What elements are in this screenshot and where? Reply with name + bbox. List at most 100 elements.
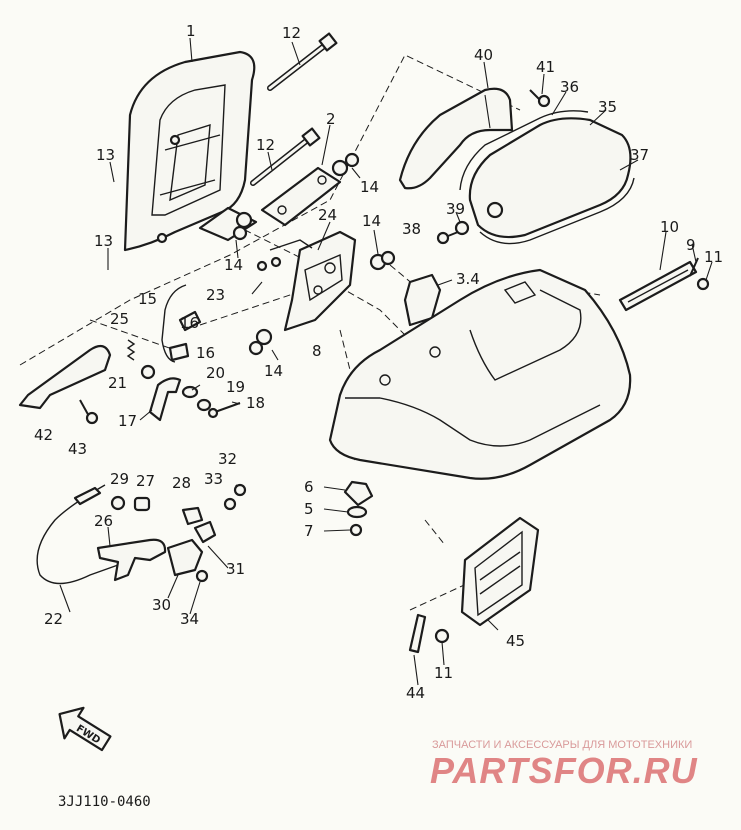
callout-20: 20 — [206, 364, 225, 382]
hinge-part-3-4 — [403, 273, 442, 327]
callout-36: 36 — [560, 78, 579, 96]
screw-part-32 — [233, 483, 247, 497]
inner-pocket-part-45 — [460, 516, 540, 627]
callout-18: 18 — [246, 394, 265, 412]
watermark-subtitle: ЗАПЧАСТИ И АКСЕССУАРЫ ДЛЯ МОТОТЕХНИКИ — [432, 739, 692, 751]
callout-3-4: 3.4 — [456, 270, 480, 288]
callout-25: 25 — [110, 310, 129, 328]
washer-part-39 — [454, 220, 470, 236]
callout-14: 14 — [360, 178, 379, 196]
rubber-damper-part-14 — [232, 152, 396, 356]
hinge-knob — [486, 201, 504, 219]
watermark-brand: PARTSFOR.RU — [430, 750, 698, 791]
callout-7: 7 — [304, 522, 314, 540]
callout-23: 23 — [206, 286, 225, 304]
callout-43: 43 — [68, 440, 87, 458]
latch-part-28 — [181, 506, 204, 526]
bolt-part-43 — [79, 399, 99, 425]
callout-22: 22 — [44, 610, 63, 628]
callout-14: 14 — [264, 362, 283, 380]
callout-16: 16 — [196, 344, 215, 362]
washer-part-5 — [346, 505, 368, 519]
washer-part-21 — [140, 364, 156, 380]
callout-24: 24 — [318, 206, 337, 224]
seal-part-37 — [479, 177, 635, 245]
callout-12: 12 — [256, 136, 275, 154]
screw-part-11 — [696, 277, 710, 291]
washer-part-33 — [223, 497, 237, 511]
callout-38: 38 — [402, 220, 421, 238]
latch-plate-part-31 — [193, 520, 217, 544]
callout-17: 17 — [118, 412, 137, 430]
bracket-plate-part-2 — [198, 166, 342, 242]
washer-part-29 — [110, 495, 126, 511]
watermark: ЗАПЧАСТИ И АКСЕССУАРЫ ДЛЯ МОТОТЕХНИКИ PA… — [430, 739, 698, 791]
lock-rod-part-15 — [161, 284, 202, 363]
callout-9: 9 — [686, 236, 696, 254]
top-case-body — [328, 268, 632, 480]
callout-32: 32 — [218, 450, 237, 468]
seal-part-36 — [459, 110, 589, 191]
pin-part-9 — [689, 257, 699, 277]
top-case-lid-part-35 — [468, 117, 632, 239]
callout-19: 19 — [226, 378, 245, 396]
callout-31: 31 — [226, 560, 245, 578]
release-cable-part-22 — [36, 484, 119, 585]
screw-part-34 — [195, 569, 209, 583]
callout-11: 11 — [434, 664, 453, 682]
stop-part-6 — [343, 480, 374, 507]
callout-10: 10 — [660, 218, 679, 236]
bolt-part-12 — [250, 32, 338, 186]
callout-35: 35 — [598, 98, 617, 116]
callout-34: 34 — [180, 610, 199, 628]
callout-5: 5 — [304, 500, 314, 518]
screw-part-11-b — [434, 628, 450, 644]
callout-42: 42 — [34, 426, 53, 444]
callout-8: 8 — [312, 342, 322, 360]
callout-11: 11 — [704, 248, 723, 266]
cover-edge-line — [484, 94, 491, 129]
callout-30: 30 — [152, 596, 171, 614]
callout-14: 14 — [362, 212, 381, 230]
fwd-direction-arrow: FWD — [58, 706, 112, 752]
backrest-frame-part-1 — [123, 50, 256, 252]
lever-part-17 — [148, 377, 182, 422]
spring-part-25 — [126, 339, 136, 361]
callout-2: 2 — [326, 110, 336, 128]
callout-6: 6 — [304, 478, 314, 496]
callout-39: 39 — [446, 200, 465, 218]
latch-base-part-30 — [166, 538, 204, 577]
washer-part-19 — [196, 398, 212, 412]
callout-29: 29 — [110, 470, 129, 488]
callout-13: 13 — [96, 146, 115, 164]
cover-part-40 — [398, 87, 514, 190]
callout-41: 41 — [536, 58, 555, 76]
screw-part-18 — [207, 402, 241, 419]
diagram-code: 3JJ110-0460 — [58, 794, 151, 810]
callout-26: 26 — [94, 512, 113, 530]
leader-lines — [59, 37, 713, 686]
callout-37: 37 — [630, 146, 649, 164]
callout-27: 27 — [136, 472, 155, 490]
mount-bracket-part-8 — [256, 230, 357, 332]
bracket-part-42 — [18, 344, 112, 410]
callout-21: 21 — [108, 374, 127, 392]
callout-1: 1 — [186, 22, 196, 40]
cap-part-27 — [133, 496, 151, 512]
callout-13: 13 — [94, 232, 113, 250]
callout-44: 44 — [406, 684, 425, 702]
callout-40: 40 — [474, 46, 493, 64]
strap-part-10 — [618, 260, 698, 312]
callout-16: 16 — [180, 314, 199, 332]
bolt-part-41 — [529, 89, 551, 108]
lever-part-26 — [96, 538, 167, 582]
nut-part-7 — [349, 523, 363, 537]
clip-part-44 — [408, 613, 427, 654]
callout-14: 14 — [224, 256, 243, 274]
callout-33: 33 — [204, 470, 223, 488]
screw-part-38 — [436, 231, 459, 245]
callout-45: 45 — [506, 632, 525, 650]
callout-labels: 1 12 12 2 13 13 14 14 14 14 24 23 15 16 … — [34, 22, 723, 702]
